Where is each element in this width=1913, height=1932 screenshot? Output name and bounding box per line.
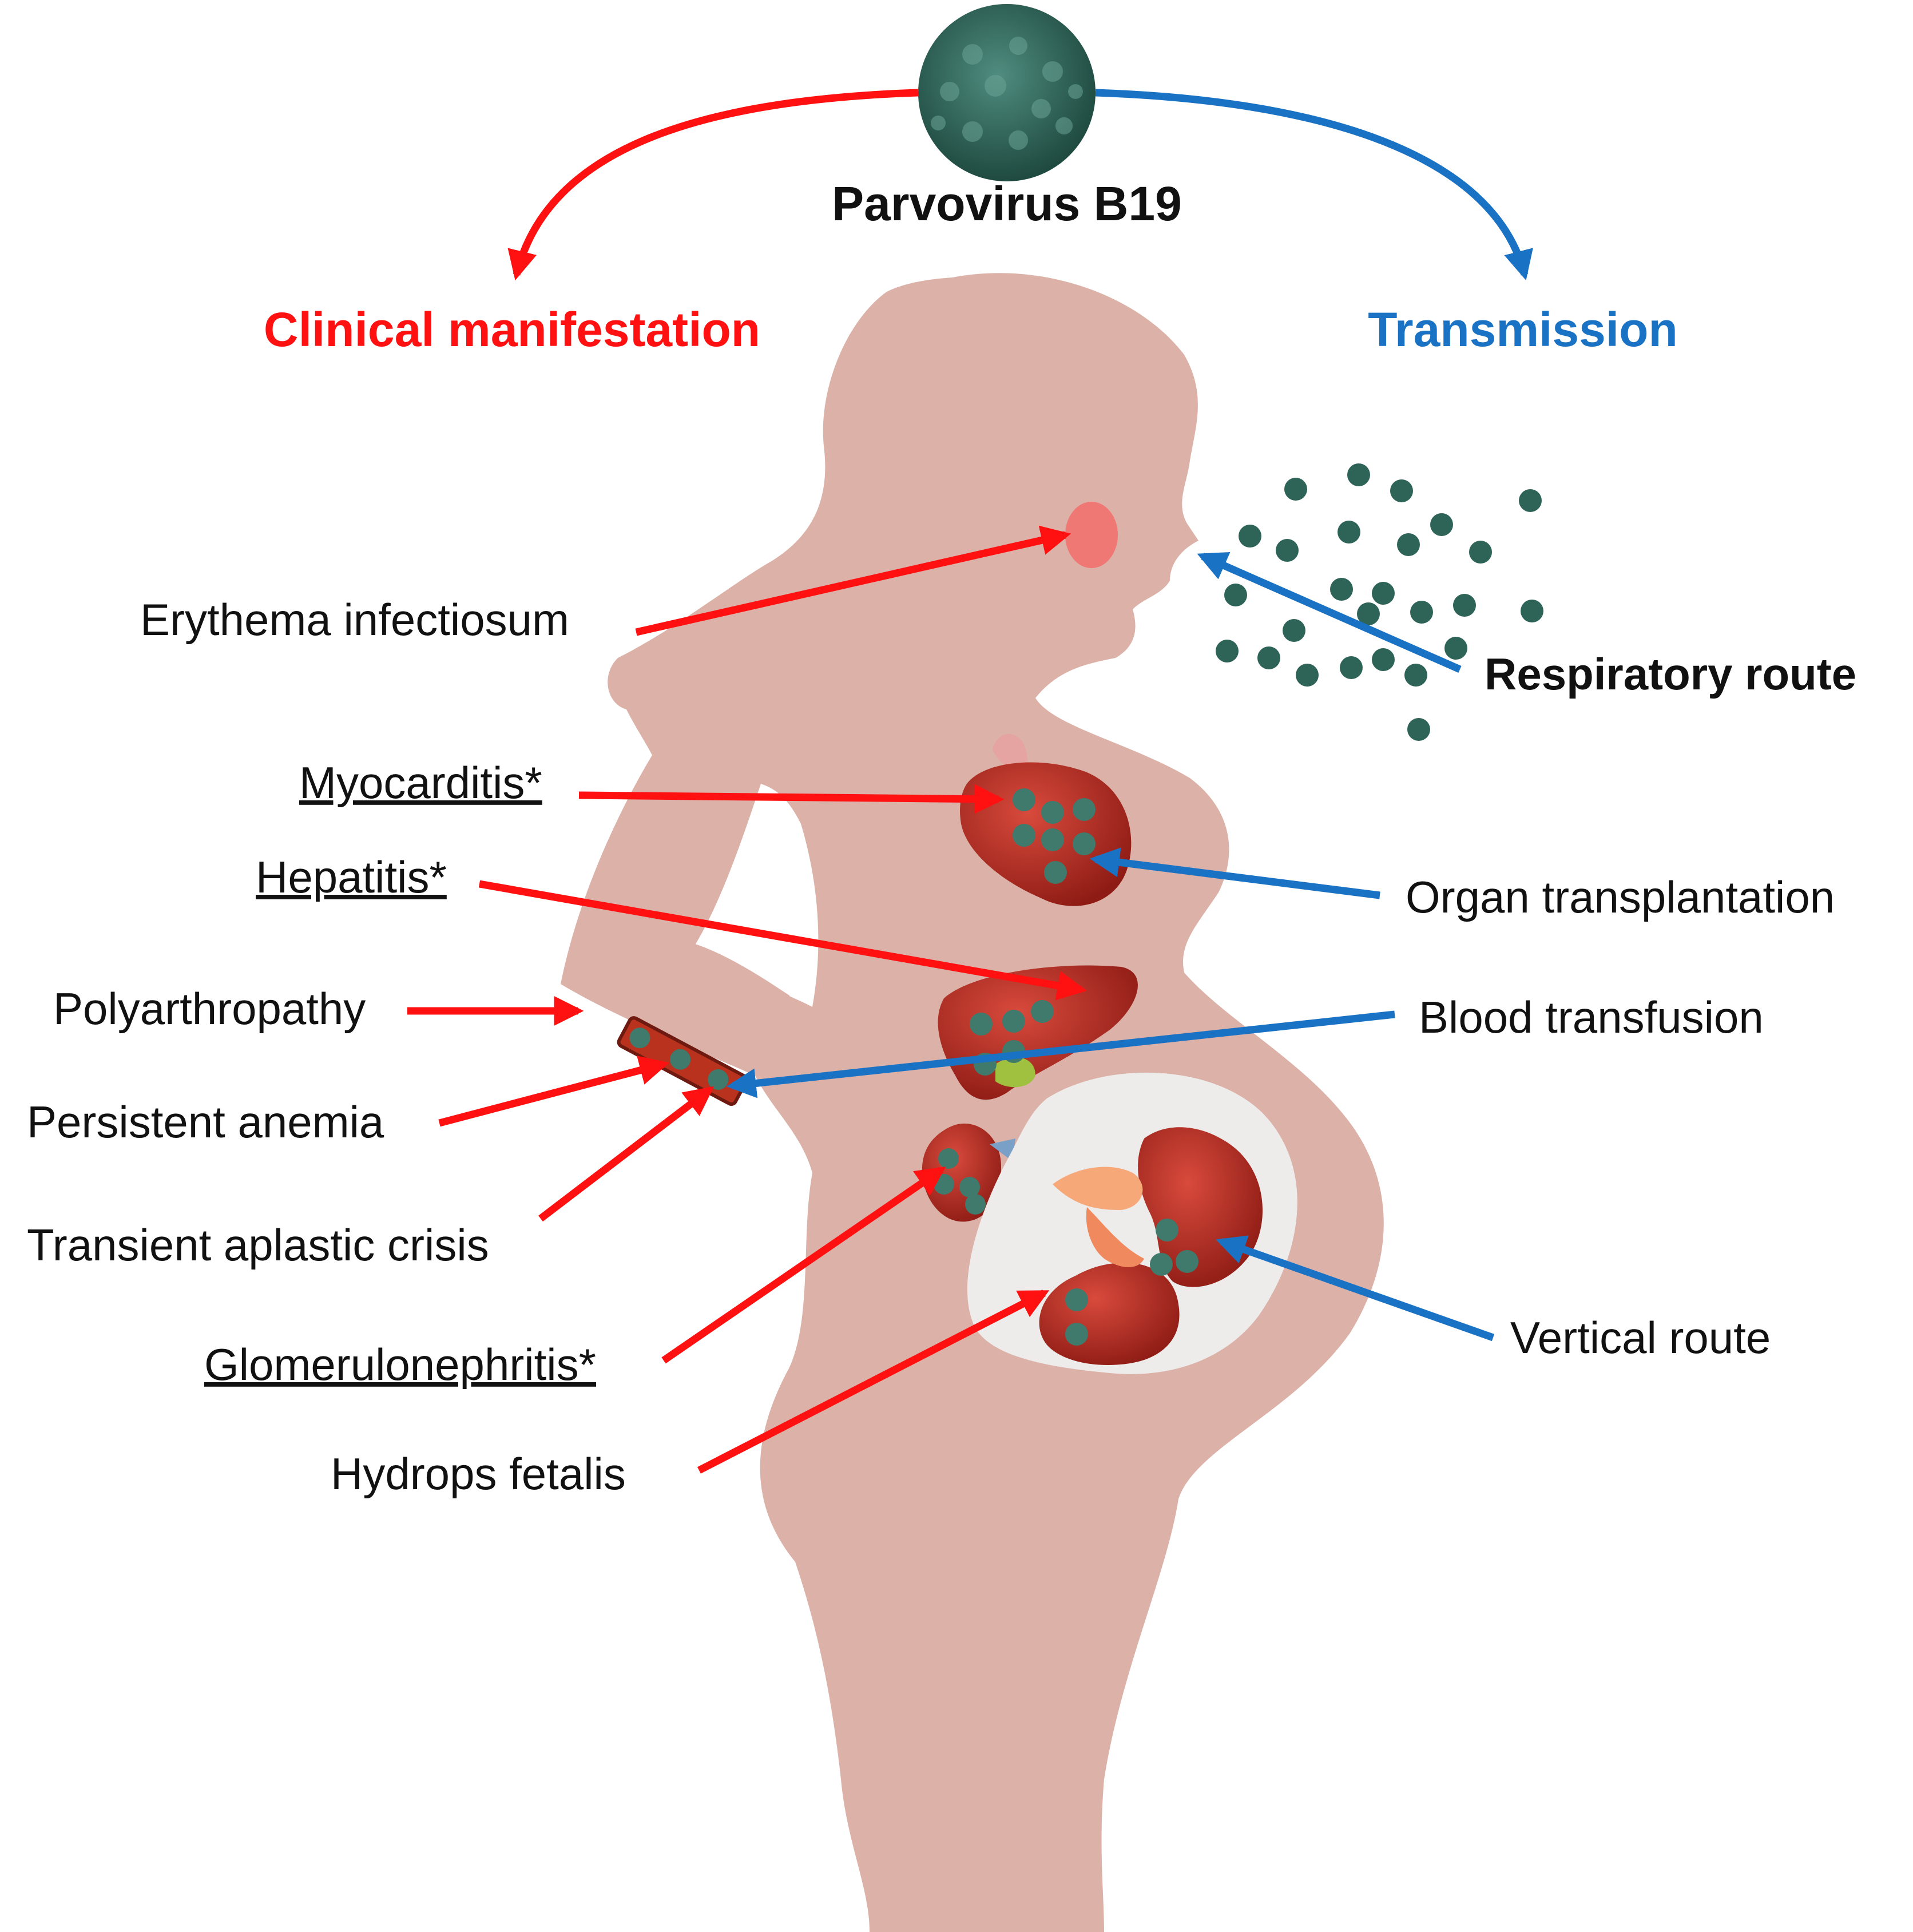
arrow-vertical [1216,1235,1495,1342]
label-glomerulo: Glomerulonephritis* [204,1339,596,1390]
arrow-organ [1089,847,1380,899]
label-organ: Organ transplantation [1406,872,1835,922]
label-hepatitis: Hepatitis* [256,852,447,902]
label-hydrops: Hydrops fetalis [331,1449,626,1499]
transmission-heading: Transmission [1368,303,1678,356]
arrow-hydrops [697,1290,1050,1474]
virus-icon [918,4,1096,181]
arrow-hepatitis [478,880,1088,1001]
label-vertical: Vertical route [1510,1312,1771,1363]
hand [675,938,795,1049]
arrow-erythema [635,525,1071,636]
arm-gap [692,784,819,1007]
cheek-rash [1065,502,1118,568]
transmission-arrows [726,552,1495,1342]
respiratory-droplets [1216,463,1543,741]
pregnant-woman-silhouette [561,273,1384,1932]
arrow-myocarditis [578,784,1005,814]
label-myocarditis: Myocarditis* [299,757,542,808]
diagram-title: Parvovirus B19 [832,177,1182,231]
clinical-arrows [407,525,1088,1474]
liver-icon [938,965,1138,1100]
label-blood: Blood transfusion [1419,992,1764,1042]
arrow-anemia [438,1056,670,1127]
arrow-respiratory [1197,552,1462,673]
label-respiratory: Respiratory route [1485,649,1856,699]
transmission-arc-arrow [1095,89,1533,281]
clinical-heading: Clinical manifestation [264,303,760,356]
label-aplastic: Transient aplastic crisis [27,1220,489,1270]
arrow-glomerulo [661,1167,946,1364]
kidney-icon [922,1123,1015,1222]
label-polyarthropathy: Polyarthropathy [53,983,366,1034]
arrow-blood [726,1010,1395,1098]
arrow-aplastic [538,1086,715,1222]
label-erythema: Erythema infectiosum [140,594,569,645]
clinical-arc-arrow [507,89,919,281]
blood-vessel-icon [617,1016,748,1106]
label-anemia: Persistent anemia [27,1097,384,1147]
